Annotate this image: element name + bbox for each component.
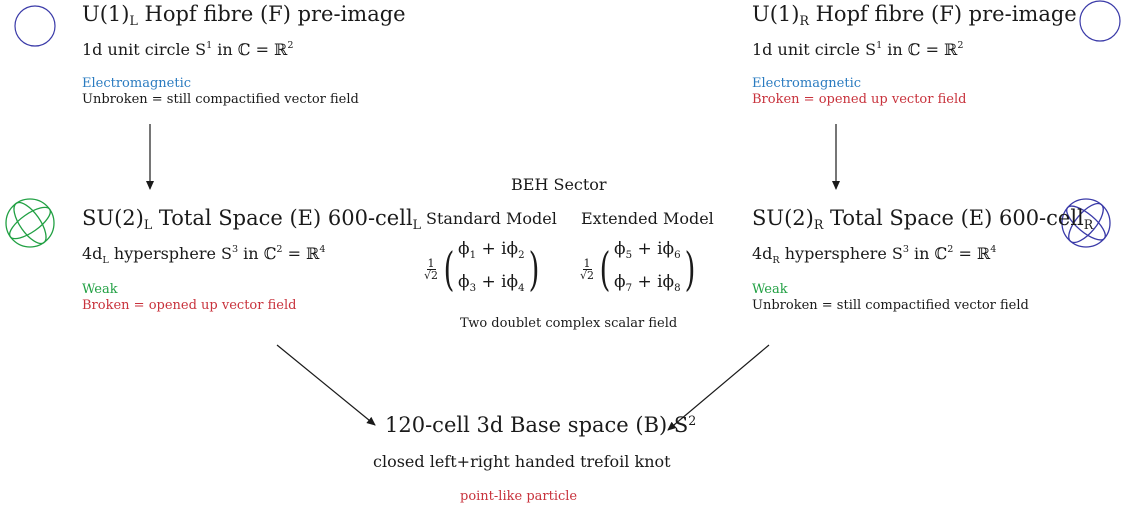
left-top-force: Electromagnetic xyxy=(82,76,192,91)
std-doublet-row1: ϕ1 + iϕ2 xyxy=(457,239,525,261)
standard-model-doublet: 1√2 ( ϕ1 + iϕ2 ϕ3 + iϕ4 ) xyxy=(424,236,543,302)
normalization-fraction: 1√2 xyxy=(580,256,595,282)
hypersphere-icon-right xyxy=(1061,198,1111,248)
point-particle-line: point-like particle xyxy=(460,489,578,504)
circle-icon-right xyxy=(1079,0,1121,42)
right-top-force: Electromagnetic xyxy=(752,76,862,91)
extended-model-label: Extended Model xyxy=(581,209,714,228)
left-mid-force: Weak xyxy=(82,282,118,297)
right-hopf-title: U(1)R Hopf fibre (F) pre-image xyxy=(752,2,1077,28)
left-top-status: Unbroken = still compactified vector fie… xyxy=(82,92,359,107)
right-mid-force: Weak xyxy=(752,282,788,297)
left-unit-circle-line: 1d unit circle S1 in ℂ = ℝ2 xyxy=(82,40,294,59)
std-doublet-row2: ϕ3 + iϕ4 xyxy=(457,272,525,294)
right-top-status: Broken = opened up vector field xyxy=(752,92,967,107)
left-hypersphere-line: 4dL hypersphere S3 in ℂ2 = ℝ4 xyxy=(82,244,326,266)
standard-model-label: Standard Model xyxy=(426,209,557,228)
ext-doublet-row1: ϕ5 + iϕ6 xyxy=(613,239,681,261)
right-mid-status: Unbroken = still compactified vector fie… xyxy=(752,298,1029,313)
right-total-space-title: SU(2)R Total Space (E) 600-cellR xyxy=(752,206,1094,232)
right-unit-circle-line: 1d unit circle S1 in ℂ = ℝ2 xyxy=(752,40,964,59)
normalization-fraction: 1√2 xyxy=(424,256,439,282)
left-hopf-title: U(1)L Hopf fibre (F) pre-image xyxy=(82,2,406,28)
beh-caption: Two doublet complex scalar field xyxy=(460,316,678,331)
arrow-right-diagonal xyxy=(667,344,770,431)
ext-doublet-row2: ϕ7 + iϕ8 xyxy=(613,272,681,294)
right-hypersphere-line: 4dR hypersphere S3 in ℂ2 = ℝ4 xyxy=(752,244,997,266)
circle-icon-left xyxy=(14,5,56,47)
left-total-space-title: SU(2)L Total Space (E) 600-cellL xyxy=(82,206,422,232)
arrow-left-diagonal xyxy=(276,344,376,426)
base-space-title: 120-cell 3d Base space (B) S2 xyxy=(385,413,697,437)
left-mid-status: Broken = opened up vector field xyxy=(82,298,297,313)
beh-sector-title: BEH Sector xyxy=(511,175,607,194)
hypersphere-icon-left xyxy=(5,198,55,248)
extended-model-doublet: 1√2 ( ϕ5 + iϕ6 ϕ7 + iϕ8 ) xyxy=(580,236,699,302)
trefoil-knot-line: closed left+right handed trefoil knot xyxy=(373,452,671,471)
